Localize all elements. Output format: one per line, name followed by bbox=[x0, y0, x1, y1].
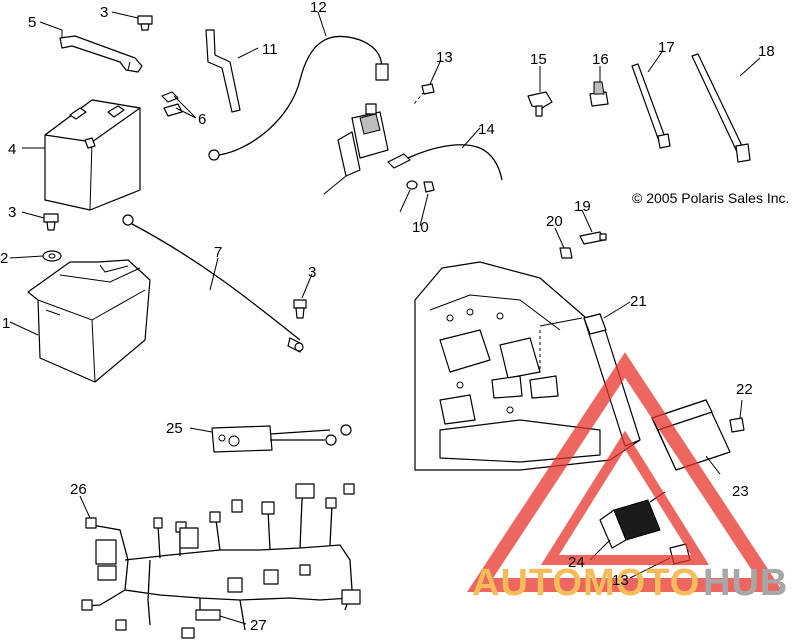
part-9-washer bbox=[406, 180, 418, 190]
callout-14: 14 bbox=[478, 121, 495, 138]
watermark-triangle-outer bbox=[467, 352, 783, 592]
callout-16: 16 bbox=[592, 51, 609, 68]
part-8-nut bbox=[423, 181, 435, 193]
callout-21: 21 bbox=[630, 293, 647, 310]
callout-19: 19 bbox=[574, 198, 591, 215]
part-26-27-wiring-harness bbox=[81, 483, 361, 639]
callout-23: 23 bbox=[732, 483, 749, 500]
part-2-washer bbox=[42, 250, 62, 262]
callout-6: 6 bbox=[198, 111, 206, 128]
callouts: 5 3 6 4 3 2 1 7 3 11 12 13 14 10 15 16 1… bbox=[0, 0, 789, 634]
callout-15: 15 bbox=[530, 51, 547, 68]
part-13-bolt-top bbox=[413, 83, 435, 105]
part-3-bolt-mid bbox=[43, 213, 59, 231]
part-3-bolt-top bbox=[137, 15, 153, 31]
watermark-text-secondary: HUB bbox=[703, 562, 788, 604]
callout-17: 17 bbox=[658, 39, 675, 56]
part-10-solenoid bbox=[337, 103, 389, 177]
part-24-module bbox=[599, 491, 666, 549]
part-6-hardware bbox=[161, 91, 183, 117]
callout-5: 5 bbox=[28, 14, 36, 31]
callout-3: 3 bbox=[100, 4, 108, 21]
callout-24: 24 bbox=[568, 554, 585, 571]
callout-8: 10 bbox=[412, 219, 429, 236]
part-3-bolt-right bbox=[293, 299, 307, 319]
part-22-bolt bbox=[729, 417, 745, 433]
part-19-bolt bbox=[579, 231, 607, 245]
part-12-cable bbox=[208, 35, 389, 161]
callout-1: 1 bbox=[2, 315, 10, 332]
callout-20: 20 bbox=[546, 213, 563, 230]
part-17-cable-tie bbox=[631, 63, 671, 149]
watermark-text-primary: AUTOMOTO bbox=[472, 562, 700, 604]
part-5-hold-down-strap bbox=[59, 35, 143, 73]
part-7-battery-cable bbox=[122, 214, 304, 353]
callout-26: 26 bbox=[70, 481, 87, 498]
callout-4: 4 bbox=[8, 141, 16, 158]
callout-13: 13 bbox=[612, 572, 629, 589]
callout-22: 22 bbox=[736, 381, 753, 398]
callout-18: 18 bbox=[758, 43, 775, 60]
watermark-triangle-inner bbox=[540, 430, 710, 565]
callout-13: 13 bbox=[436, 49, 453, 66]
part-11-tube bbox=[205, 29, 241, 113]
part-4-battery bbox=[44, 99, 141, 211]
part-25-cable-assembly bbox=[211, 424, 352, 453]
part-14-cable bbox=[387, 144, 503, 181]
callout-12: 12 bbox=[310, 0, 327, 16]
copyright-notice: © 2005 Polaris Sales Inc. bbox=[632, 190, 789, 206]
part-1-battery-box bbox=[27, 259, 151, 383]
callout-2: 2 bbox=[0, 250, 8, 267]
callout-11: 11 bbox=[262, 41, 278, 58]
callout-25: 25 bbox=[166, 420, 183, 437]
callout-7: 7 bbox=[214, 244, 222, 261]
part-20-nut bbox=[559, 247, 573, 259]
callout-3: 3 bbox=[308, 264, 316, 281]
watermark-logo: AUTOMOTO HUB bbox=[467, 352, 788, 604]
callout-3: 3 bbox=[8, 204, 16, 221]
part-18-cable-tie bbox=[691, 53, 751, 163]
callout-27: 27 bbox=[250, 617, 267, 634]
leader-lines bbox=[9, 11, 761, 625]
part-16-clip bbox=[589, 81, 609, 107]
part-15-clip bbox=[527, 91, 553, 117]
